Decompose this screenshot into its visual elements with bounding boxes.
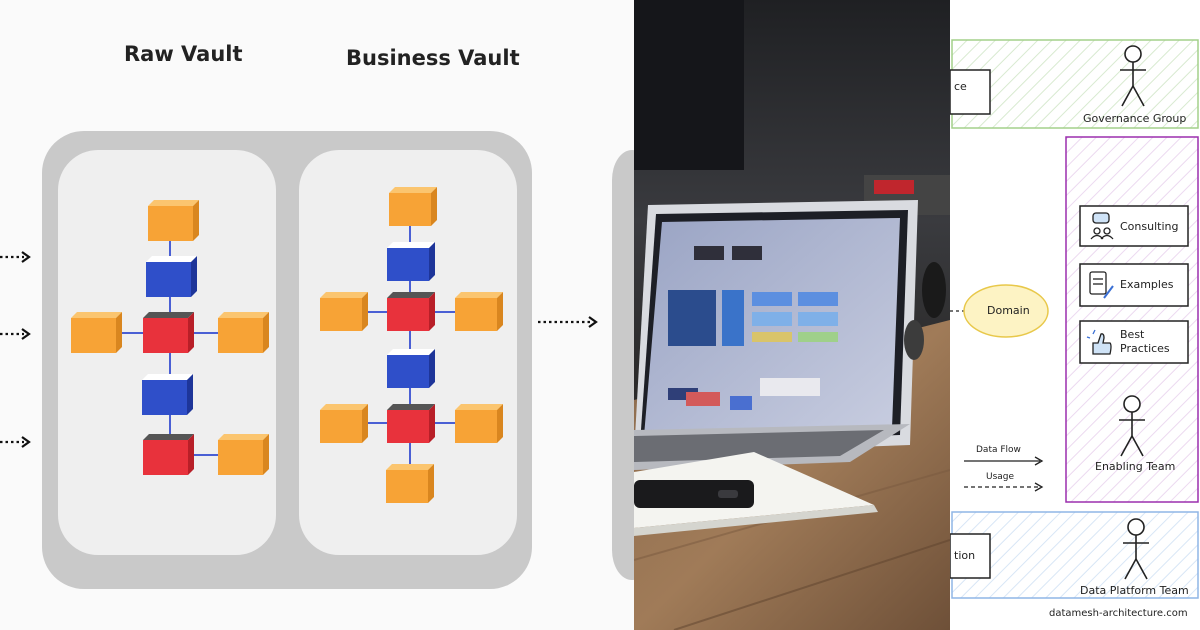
biz-satellite-top [389,187,437,226]
governance-box [951,39,1199,129]
examples-label: Examples [1120,278,1174,291]
laptop-screen [644,218,900,436]
best-practices-icon [1086,329,1112,355]
raw-satellite-left [71,312,122,353]
platform-box-label: tion [954,549,976,562]
biz-hub-2 [387,404,435,443]
raw-hub-2 [143,434,194,475]
examples-card [1079,263,1189,307]
biz-satellite-left-1 [320,292,368,331]
biz-link-1 [387,242,435,281]
platform-box [951,511,1199,599]
biz-satellite-right-1 [455,292,503,331]
platform-inner-box [950,533,991,579]
data-vault-diagram [0,131,634,589]
incoming-arrow-1 [0,251,31,263]
best-practices-label-line2: Practices [1120,342,1170,355]
site-url: datamesh-architecture.com [1049,608,1188,619]
consulting-icon [1090,212,1114,240]
datamesh-panel: ce Governance Group Domain Consulting Ex… [950,0,1200,630]
next-container-edge [612,150,634,580]
enabling-person-icon [1119,395,1145,457]
governance-box-label: ce [954,80,967,93]
data-vault-panel: Raw Vault Business Vault [0,42,634,589]
laptop-photo-illustration [634,0,950,630]
raw-link-2 [142,374,193,415]
raw-link-1 [146,256,197,297]
examples-icon [1089,271,1114,299]
data-flow-arrow-icon [964,456,1044,466]
raw-satellite-bottom [218,434,269,475]
data-platform-team-label: Data Platform Team [1080,584,1189,597]
domain-label: Domain [987,304,1030,317]
smartphone [634,480,754,508]
biz-satellite-bottom [386,464,434,503]
raw-hub-1 [143,312,194,353]
incoming-arrow-3 [0,436,31,448]
enabling-team-label: Enabling Team [1095,460,1176,473]
raw-satellite-top [148,200,199,241]
domain-ellipse [963,284,1049,338]
business-vault-title: Business Vault [346,46,520,70]
usage-arrow-icon [964,482,1044,492]
incoming-arrow-2 [0,328,31,340]
datamesh-diagram [950,39,1199,599]
biz-satellite-right-2 [455,404,503,443]
biz-link-2 [387,349,435,388]
best-practices-label-line1: Best [1120,328,1145,341]
data-flow-label: Data Flow [976,445,1021,455]
platform-person-icon [1123,518,1149,580]
laptop-photo [634,0,950,630]
usage-label: Usage [986,472,1015,482]
governance-inner-box [950,69,991,115]
enabling-team-box [1065,136,1199,503]
governance-person-icon [1120,45,1146,107]
governance-group-label: Governance Group [1083,112,1187,125]
biz-satellite-left-2 [320,404,368,443]
biz-hub-1 [387,292,435,331]
dark-window [634,0,744,170]
raw-satellite-right [218,312,269,353]
raw-vault-title: Raw Vault [124,42,243,66]
consulting-label: Consulting [1120,220,1179,233]
outgoing-arrow [538,316,598,328]
